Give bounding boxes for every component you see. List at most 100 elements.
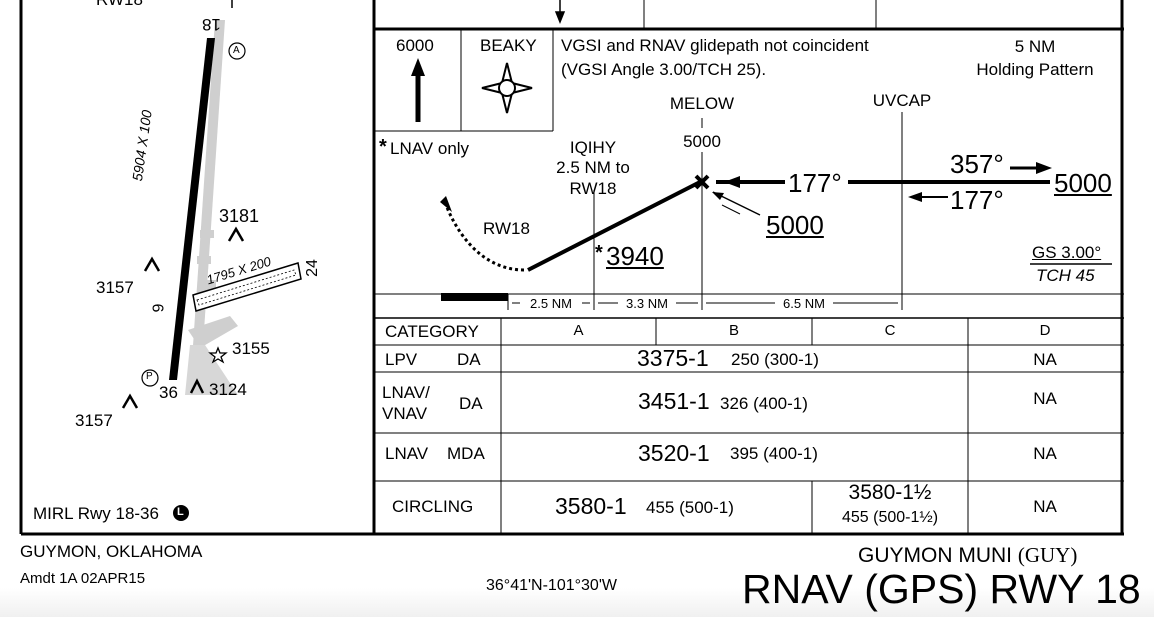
taxiway-stub bbox=[204, 280, 216, 290]
footer-coords: 36°41'N-101°30'W bbox=[486, 577, 617, 594]
top-partial-label: RW18 bbox=[96, 0, 143, 8]
obstacle-icon bbox=[121, 393, 139, 409]
obstacle-icon bbox=[189, 378, 205, 394]
course-inbound: 177° bbox=[788, 168, 842, 198]
vgsi-note-line2: (VGSI Angle 3.00/TCH 25). bbox=[561, 60, 767, 79]
main-frame bbox=[374, 0, 1124, 536]
missed-approach-path bbox=[444, 204, 525, 272]
circling-c-value: 3580-1½ bbox=[848, 481, 932, 504]
lnav-vnav-extra: 326 (400-1) bbox=[720, 394, 808, 413]
taxiway-stub bbox=[200, 230, 214, 238]
footer-city: GUYMON, OKLAHOMA bbox=[20, 542, 203, 561]
runway-18-36 bbox=[169, 38, 215, 380]
glidepath-line bbox=[527, 179, 703, 272]
tch-label: TCH 45 bbox=[1036, 266, 1095, 285]
lnav-extra: 395 (400-1) bbox=[730, 444, 818, 463]
lnav-type: MDA bbox=[447, 444, 485, 463]
hdr-b: B bbox=[728, 322, 739, 339]
airport-diagram-frame bbox=[19, 0, 376, 536]
melow-altitude: 5000 bbox=[683, 132, 721, 151]
lpv-value: 3375-1 bbox=[637, 345, 709, 371]
runway-36-label: 36 bbox=[159, 383, 178, 402]
iqihy-line3: RW18 bbox=[569, 179, 617, 198]
lighting-code-icon bbox=[173, 505, 189, 521]
alt-step-star: * bbox=[595, 242, 603, 264]
iqihy-line2: 2.5 NM to bbox=[556, 158, 630, 177]
obstacle-3124: 3124 bbox=[209, 380, 247, 399]
runway-cross-end-24: 24 bbox=[303, 259, 321, 277]
obstacle-3157-upper: 3157 bbox=[96, 278, 134, 297]
rw18-label: RW18 bbox=[483, 219, 530, 238]
profile-view bbox=[374, 112, 1124, 310]
p-marker-icon bbox=[141, 369, 159, 387]
lighting-code-label: L bbox=[177, 506, 184, 518]
hdr-c: C bbox=[884, 322, 896, 339]
course-return: 177° bbox=[950, 185, 1004, 215]
obstacle-icon bbox=[143, 256, 161, 272]
lpv-d: NA bbox=[1033, 350, 1057, 369]
top-partial-arrow bbox=[554, 0, 566, 25]
p-marker-label: P bbox=[146, 371, 153, 382]
gs-label: GS 3.00° bbox=[1032, 243, 1102, 262]
lpv-type: DA bbox=[457, 350, 481, 369]
beacon-star-icon bbox=[208, 346, 228, 364]
lnav-note: LNAV only bbox=[390, 139, 470, 158]
circling-ab-value: 3580-1 bbox=[555, 493, 627, 519]
obstacle-3181: 3181 bbox=[219, 206, 260, 226]
runway-6-24 bbox=[192, 262, 302, 312]
lnav-value: 3520-1 bbox=[638, 440, 710, 466]
airport-name: GUYMON MUNI bbox=[858, 544, 1012, 567]
lnav-vnav-label2: VNAV bbox=[382, 404, 428, 423]
vgsi-note-line1: VGSI and RNAV glidepath not coincident bbox=[561, 36, 869, 55]
runway-cross-end-6: 6 bbox=[148, 303, 166, 313]
obstacle-icon bbox=[227, 226, 245, 242]
iqihy-line1: IQIHY bbox=[569, 138, 617, 157]
melow-label: MELOW bbox=[669, 94, 735, 113]
msa-altitude: 6000 bbox=[396, 36, 434, 55]
lighting-note: MIRL Rwy 18-36 bbox=[33, 504, 159, 523]
circling-ab-extra: 455 (500-1) bbox=[646, 498, 734, 517]
fix-x-icon bbox=[694, 174, 710, 190]
obstacle-3155: 3155 bbox=[232, 339, 270, 358]
alt-step: 3940 bbox=[606, 241, 664, 271]
airport-id: (GUY) bbox=[1017, 543, 1078, 567]
hdr-a: A bbox=[573, 322, 584, 339]
holding-line1: 5 NM bbox=[1014, 37, 1056, 56]
lpv-label: LPV bbox=[385, 350, 418, 369]
procedure-title: RNAV (GPS) RWY 18 bbox=[742, 566, 1141, 612]
faf-name: BEAKY bbox=[480, 36, 537, 55]
pcl-marker-icon bbox=[228, 42, 246, 60]
dist-3: 6.5 NM bbox=[775, 297, 833, 310]
circling-d: NA bbox=[1033, 497, 1057, 516]
lnav-vnav-type: DA bbox=[459, 394, 483, 413]
minimums-table-grid bbox=[374, 317, 1124, 534]
dist-1: 2.5 NM bbox=[520, 297, 582, 310]
lnav-vnav-label1: LNAV/ bbox=[382, 383, 430, 402]
footer-background bbox=[0, 588, 1154, 617]
course-outbound: 357° bbox=[950, 149, 1004, 179]
footer-airport: GUYMON MUNI (GUY) bbox=[858, 543, 1078, 567]
runway-18-label: 18 bbox=[202, 15, 221, 34]
taxiway-stub bbox=[197, 256, 211, 264]
lpv-extra: 250 (300-1) bbox=[731, 350, 819, 369]
hdr-d: D bbox=[1039, 322, 1051, 339]
uvcap-label: UVCAP bbox=[872, 91, 932, 110]
lnav-star: * bbox=[379, 136, 387, 158]
lnav-label: LNAV bbox=[385, 444, 429, 463]
alt-right: 5000 bbox=[1054, 168, 1112, 198]
hdr-category: CATEGORY bbox=[385, 322, 479, 341]
taxiway-connector bbox=[188, 316, 238, 348]
circling-c-extra: 455 (500-1½) bbox=[841, 509, 939, 526]
airport-diagram bbox=[121, 0, 302, 521]
circling-label: CIRCLING bbox=[392, 497, 474, 516]
alt-middle: 5000 bbox=[766, 210, 824, 240]
obstacle-3157-lower: 3157 bbox=[75, 411, 113, 430]
lnav-vnav-value: 3451-1 bbox=[638, 388, 710, 414]
lnav-vnav-d: NA bbox=[1033, 389, 1057, 408]
dist-2: 3.3 NM bbox=[618, 297, 676, 310]
pcl-marker-label: A bbox=[233, 45, 240, 56]
holding-line2: Holding Pattern bbox=[976, 60, 1094, 79]
footer-amendment: Amdt 1A 02APR15 bbox=[20, 570, 146, 587]
briefing-boxes bbox=[374, 29, 554, 132]
